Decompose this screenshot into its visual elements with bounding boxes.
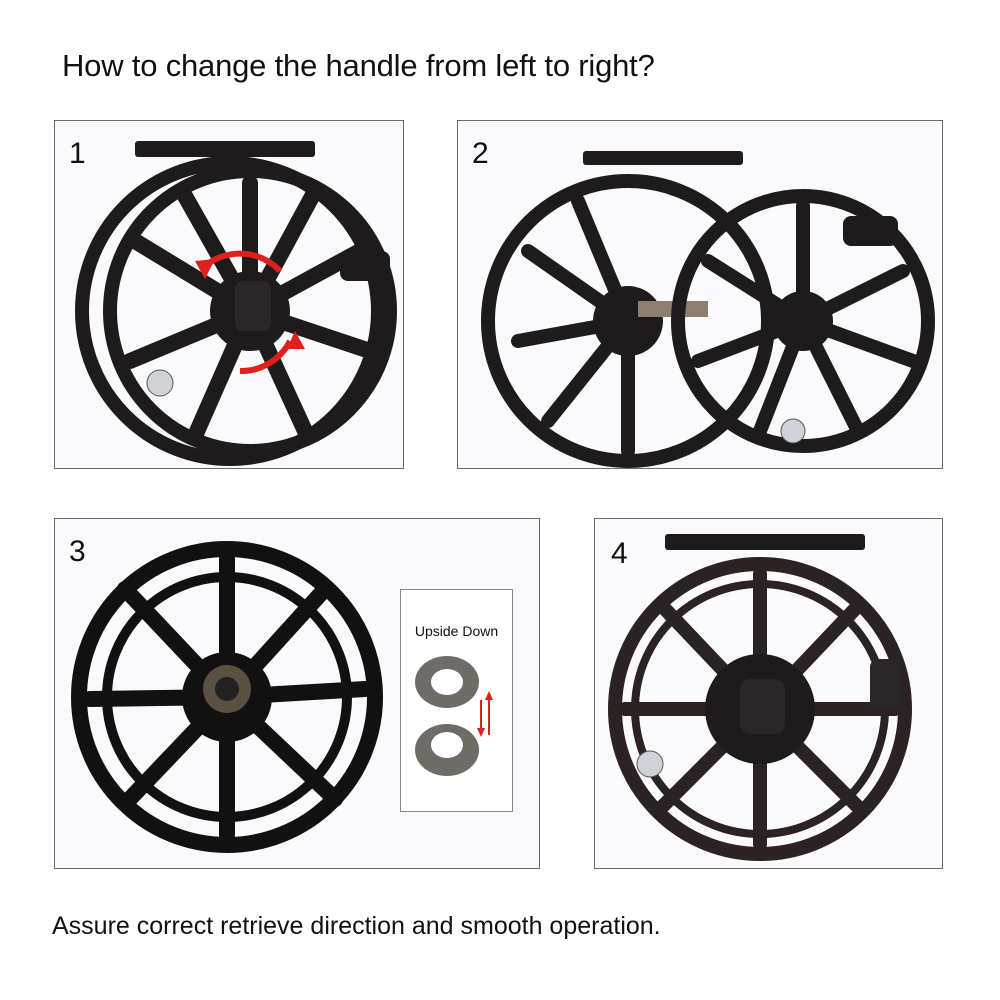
reel-image bbox=[608, 534, 912, 861]
spool-image bbox=[71, 541, 383, 853]
step-number: 3 bbox=[69, 535, 86, 568]
swap-arrows-icon bbox=[477, 691, 493, 737]
step-4-panel: 4 bbox=[594, 518, 943, 869]
lock-nut-images bbox=[415, 656, 493, 776]
footer-note: Assure correct retrieve direction and sm… bbox=[52, 912, 661, 940]
step-number: 2 bbox=[472, 137, 489, 170]
inset-label: Upside Down bbox=[414, 623, 499, 639]
step-2-panel: 2 bbox=[457, 120, 943, 469]
step-number: 1 bbox=[69, 137, 86, 170]
upside-down-inset: Upside Down bbox=[400, 589, 513, 812]
step-number: 4 bbox=[611, 537, 628, 570]
reel-image bbox=[481, 151, 935, 468]
page-title: How to change the handle from left to ri… bbox=[62, 48, 655, 83]
step-1-panel: 1 bbox=[54, 120, 404, 469]
reel-image bbox=[75, 141, 397, 466]
